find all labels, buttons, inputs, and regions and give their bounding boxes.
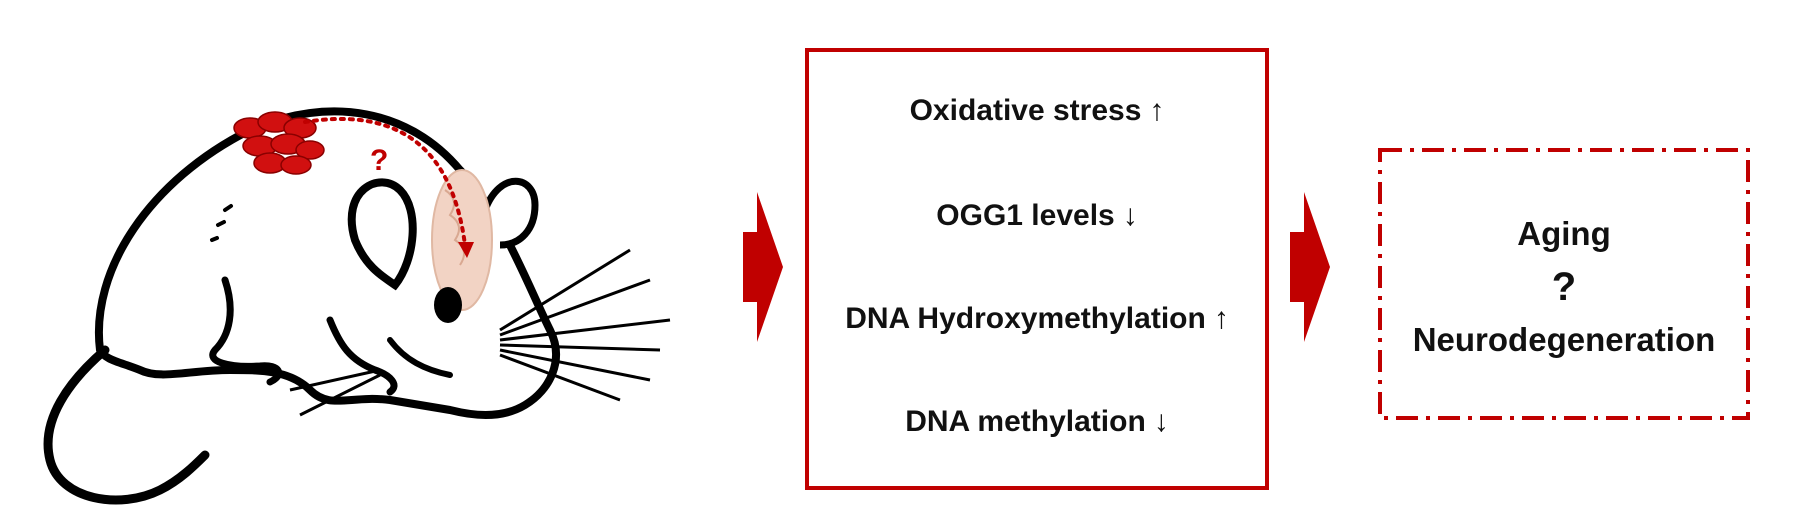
mouse-back-leg [209,276,283,386]
outcome-question-mark: ? [1551,265,1577,309]
mouse-illustration: ? [43,107,671,505]
outcome-aging: Aging [1517,215,1611,252]
mouse-tail [43,345,210,505]
outcome-neurodegeneration: Neurodegeneration [1412,321,1716,358]
mouse-eye [434,287,462,323]
brain-icon [431,169,493,311]
red-blood-cells-icon [233,111,325,175]
down-arrow-icon: ↓ [1153,405,1169,438]
mouse-back-ear [481,177,539,249]
effect-label: OGG1 levels [936,199,1115,232]
effect-line-hydroxymethylation: DNA Hydroxymethylation↑ [809,302,1265,336]
flow-arrow-1 [743,192,783,342]
effects-box: Oxidative stress↑ OGG1 levels↓ DNA Hydro… [805,48,1269,490]
mouse-fur-marks [210,204,233,242]
effect-label: Oxidative stress [909,94,1142,127]
mouse-ear [347,178,417,291]
up-arrow-icon: ↑ [1213,302,1229,335]
effect-line-oxidative-stress: Oxidative stress↑ [809,94,1265,128]
down-arrow-icon: ↓ [1122,199,1138,232]
dotted-arrow-head [458,242,474,258]
mouse-whiskers [289,248,671,417]
flow-arrow-2 [1290,192,1330,342]
mouse-front-leg-2 [387,337,453,378]
effect-line-methylation: DNA methylation↓ [809,405,1265,439]
dash-dot-border [1378,148,1750,420]
outcome-box: Aging ? Neurodegeneration [1377,147,1751,421]
effect-label: DNA Hydroxymethylation [845,302,1206,335]
effect-line-ogg1: OGG1 levels↓ [809,199,1265,233]
effect-label: DNA methylation [905,405,1146,438]
illustration-question-mark: ? [370,144,388,177]
dotted-arrow [303,116,467,247]
up-arrow-icon: ↑ [1149,94,1165,127]
